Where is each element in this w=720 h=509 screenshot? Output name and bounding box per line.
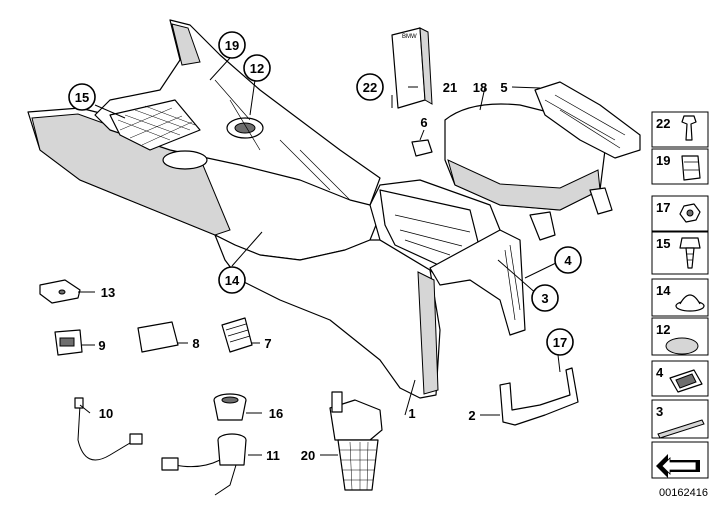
- svg-text:14: 14: [225, 273, 240, 288]
- callout-7: 7: [264, 336, 271, 351]
- armrest-drawing: [444, 103, 613, 241]
- clip-icon: [681, 115, 697, 141]
- spring-nut-icon: [681, 155, 701, 181]
- callout-15: 15: [68, 83, 96, 111]
- callout-2: 2: [468, 408, 475, 423]
- callout-18: 18: [473, 80, 487, 95]
- svg-text:12: 12: [250, 61, 264, 76]
- legend-column: 22 19 17 15 14: [651, 111, 709, 479]
- part-13-drawing: [39, 279, 81, 304]
- callout-9: 9: [98, 338, 105, 353]
- part-21-drawing: BMW: [391, 27, 433, 109]
- callout-17: 17: [546, 328, 574, 356]
- callout-5: 5: [500, 80, 507, 95]
- legend-label-3: 3: [656, 404, 663, 419]
- document-id: 00162416: [659, 487, 708, 499]
- part-8-drawing: [137, 321, 179, 353]
- svg-text:15: 15: [75, 90, 89, 105]
- view-direction-icon: [656, 454, 700, 478]
- part-6-drawing: [411, 139, 433, 157]
- part-20-drawing: [329, 391, 383, 491]
- felt-pad-icon: [665, 337, 699, 355]
- screw-icon: [679, 237, 701, 269]
- callout-1: 1: [408, 406, 415, 421]
- mat-insert-icon: [669, 369, 703, 393]
- part-9-drawing: [54, 329, 83, 356]
- part-11-drawing: [161, 433, 247, 496]
- callout-8: 8: [192, 336, 199, 351]
- callout-22-top: 22: [356, 73, 384, 101]
- part-10-drawing: [74, 397, 143, 461]
- legend-label-17: 17: [656, 200, 670, 215]
- legend-label-19: 19: [656, 153, 670, 168]
- callout-6: 6: [420, 115, 427, 130]
- strip-icon: [657, 419, 705, 439]
- callout-3: 3: [531, 284, 559, 312]
- legend-label-12: 12: [656, 322, 670, 337]
- callout-21: 21: [443, 80, 457, 95]
- svg-text:3: 3: [541, 291, 548, 306]
- svg-text:17: 17: [553, 335, 567, 350]
- callout-12: 12: [243, 54, 271, 82]
- callout-16: 16: [269, 406, 283, 421]
- callout-19: 19: [218, 31, 246, 59]
- callout-11: 11: [266, 448, 280, 463]
- part-7-drawing: [221, 317, 253, 353]
- plug-cap-icon: [675, 294, 705, 312]
- callout-20: 20: [301, 448, 315, 463]
- leader-lines: [78, 57, 561, 456]
- legend-label-4: 4: [656, 365, 664, 380]
- callout-14: 14: [218, 266, 246, 294]
- legend-label-22: 22: [656, 116, 670, 131]
- callout-13: 13: [101, 285, 115, 300]
- part-16-drawing: [213, 393, 247, 421]
- svg-text:BMW: BMW: [402, 34, 417, 40]
- part-2-drawing: [499, 367, 579, 426]
- svg-text:19: 19: [225, 38, 239, 53]
- svg-text:22: 22: [363, 80, 377, 95]
- part-5-drawing: [534, 81, 641, 159]
- center-console-drawing: [27, 19, 526, 399]
- hex-nut-icon: [679, 203, 701, 223]
- callout-4: 4: [554, 246, 582, 274]
- svg-text:4: 4: [564, 253, 572, 268]
- legend-label-14: 14: [656, 283, 671, 298]
- callout-10: 10: [99, 406, 113, 421]
- legend-label-15: 15: [656, 236, 670, 251]
